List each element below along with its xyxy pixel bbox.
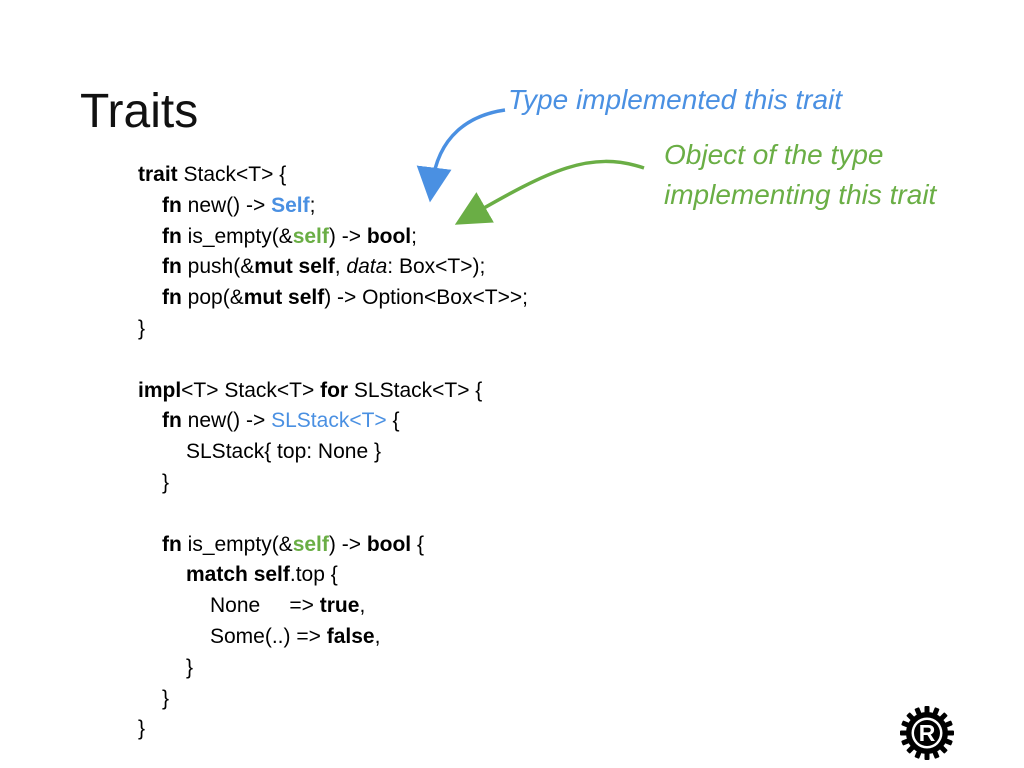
code-text: {	[411, 532, 424, 556]
kw-mut: mut	[243, 286, 283, 310]
code-text: is_empty(&	[181, 224, 293, 248]
annotation-type-implemented: Type implemented this trait	[508, 84, 843, 115]
type-bool: bool	[366, 224, 412, 248]
code-text: {	[386, 409, 400, 433]
kw-self: self	[298, 255, 335, 279]
code-text: SLStack{ top: None }	[186, 440, 381, 464]
code-line-trait-decl: trait Stack<T> {	[138, 160, 528, 191]
code-text: ,	[374, 624, 381, 648]
code-text: ) -> Option<Box<T>>;	[324, 286, 528, 310]
kw-fn: fn	[162, 532, 182, 556]
rust-logo-letter: R	[919, 720, 936, 746]
code-line-close: }	[138, 653, 528, 684]
kw-trait: trait	[138, 163, 178, 186]
code-line-impl-decl: impl<T> Stack<T> for SLStack<T> {	[138, 376, 528, 407]
code-line-impl-fn-is-empty: fn is_empty(&self) -> bool {	[138, 530, 528, 561]
kw-mut: mut	[254, 255, 293, 279]
code-line-fn-pop: fn pop(&mut self) -> Option<Box<T>>;	[138, 283, 528, 314]
code-text: new() ->	[181, 193, 272, 217]
self-ref: self	[292, 224, 329, 248]
code-line-blank	[138, 345, 528, 376]
kw-false: false	[326, 624, 375, 648]
type-slstack: SLStack<T>	[271, 409, 387, 433]
code-line-fn-is-empty: fn is_empty(&self) -> bool;	[138, 222, 528, 253]
code-line-fn-new: fn new() -> Self;	[138, 191, 528, 222]
code-text: is_empty(&	[181, 532, 293, 556]
code-text: Some(..) =>	[210, 624, 327, 648]
code-text: }	[138, 316, 146, 340]
code-line-close: }	[138, 714, 528, 745]
kw-for: for	[320, 378, 349, 402]
self-ref: self	[292, 532, 329, 556]
code-line-blank	[138, 499, 528, 530]
code-line-match: match self.top {	[138, 560, 528, 591]
code-line-close: }	[138, 314, 528, 345]
code-block: trait Stack<T> { fn new() -> Self; fn is…	[138, 160, 528, 745]
code-line-fn-push: fn push(&mut self, data: Box<T>);	[138, 252, 528, 283]
code-text: new() ->	[181, 409, 272, 433]
code-text: <T> Stack<T>	[181, 378, 321, 402]
code-text: ;	[411, 224, 417, 248]
code-line-none-arm: None => true,	[138, 591, 528, 622]
annotation-object-line2: implementing this trait	[664, 179, 937, 210]
code-text: SLStack<T> {	[348, 378, 483, 402]
code-text: push(&	[181, 255, 255, 279]
kw-self: self	[253, 563, 290, 587]
code-text: }	[138, 717, 146, 741]
code-line-close: }	[138, 684, 528, 715]
kw-fn: fn	[162, 224, 182, 248]
code-text: None =>	[210, 594, 320, 618]
code-text: .top {	[289, 563, 338, 587]
type-self: Self	[271, 193, 310, 217]
code-text: ;	[309, 193, 316, 217]
kw-fn: fn	[162, 286, 182, 310]
annotation-object-line1: Object of the type	[664, 139, 884, 170]
code-line-impl-fn-new: fn new() -> SLStack<T> {	[138, 406, 528, 437]
code-line-slstack-body: SLStack{ top: None }	[138, 437, 528, 468]
kw-true: true	[319, 594, 360, 618]
code-text: ,	[334, 255, 347, 279]
kw-self: self	[288, 286, 325, 310]
code-text: ,	[359, 594, 366, 618]
code-text: ) ->	[328, 532, 367, 556]
kw-impl: impl	[138, 378, 182, 402]
param-data: data	[346, 255, 388, 279]
slide-title: Traits	[80, 85, 199, 138]
green-arrow	[454, 159, 645, 225]
kw-fn: fn	[162, 193, 182, 217]
kw-fn: fn	[162, 409, 182, 433]
annotation-object-of-type: Object of the type implementing this tra…	[664, 135, 936, 215]
code-line-close: }	[138, 468, 528, 499]
code-text: : Box<T>);	[387, 255, 486, 279]
kw-match: match	[186, 563, 248, 587]
rust-logo-icon: R	[900, 706, 954, 760]
code-text: ) ->	[328, 224, 367, 248]
kw-fn: fn	[162, 255, 182, 279]
type-bool: bool	[366, 532, 412, 556]
code-line-some-arm: Some(..) => false,	[138, 622, 528, 653]
code-text: Stack<T> {	[177, 163, 287, 186]
code-text: }	[186, 655, 194, 679]
blue-arrow	[416, 108, 506, 203]
code-text: }	[162, 686, 170, 710]
code-text: pop(&	[181, 286, 244, 310]
code-text: }	[162, 470, 170, 494]
